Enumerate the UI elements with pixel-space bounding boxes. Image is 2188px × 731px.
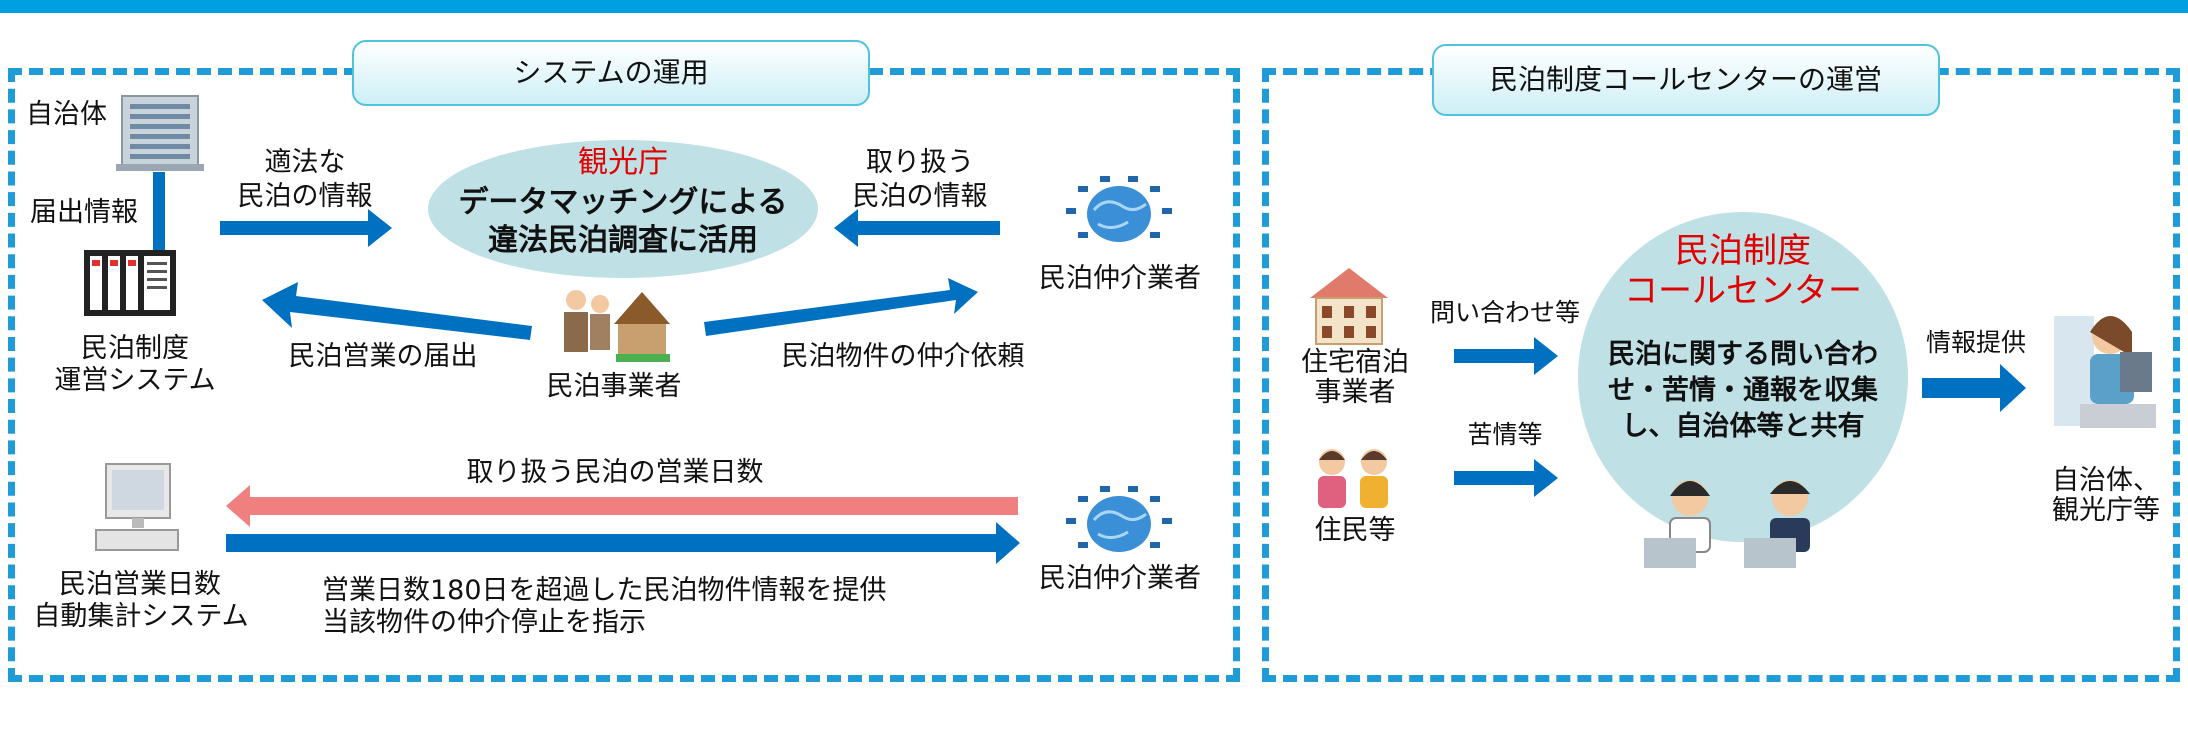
broker-globe-icon: [1064, 484, 1174, 564]
broker-label-top: 民泊仲介業者: [1039, 263, 1201, 294]
arrow-legal-info: [220, 209, 392, 247]
kankocho-label: 観光庁: [578, 145, 668, 180]
recipient-staff-icon: [2050, 296, 2160, 436]
system-name-line2: 運営システム: [54, 365, 216, 396]
call-center-title: 民泊制度コールセンターの運営: [1432, 44, 1940, 116]
computer-icon: [92, 462, 182, 554]
call-center-circle: [1578, 212, 1908, 542]
system-name-line1: 民泊制度: [81, 333, 189, 364]
arrow-complaint: [1454, 459, 1558, 497]
operators-headset-icon: [1640, 472, 1850, 572]
municipality-label: 自治体: [26, 99, 107, 130]
residents-icon: [1310, 444, 1400, 510]
recipients-line1: 自治体、: [2052, 465, 2160, 496]
info-provide-label: 情報提供: [1925, 328, 2026, 357]
host-line1: 住宅宿泊: [1301, 347, 1409, 378]
center-title-line2: コールセンター: [1624, 271, 1862, 311]
notification-label: 民泊営業の届出: [288, 341, 478, 372]
arrow-brokerage-request: [704, 278, 978, 336]
days-system-line2: 自動集計システム: [33, 601, 249, 632]
top-accent-bar: [0, 0, 2188, 13]
host-line2: 事業者: [1314, 377, 1396, 408]
kankocho-desc-line1: データマッチングによる: [458, 185, 788, 220]
kankocho-ellipse: [428, 140, 818, 278]
arrow-inquiry: [1454, 337, 1558, 375]
complaint-label: 苦情等: [1467, 420, 1543, 449]
arrow-over180-info: [226, 522, 1020, 564]
system-operation-title: システムの運用: [352, 40, 870, 106]
recipients-line2: 観光庁等: [2052, 495, 2160, 526]
over180-line2: 当該物件の仲介停止を指示: [322, 607, 646, 638]
broker-label-bottom: 民泊仲介業者: [1039, 563, 1201, 594]
center-desc-line2: せ・苦情・通報を収集: [1608, 375, 1878, 406]
arrow-info-provide: [1922, 364, 2026, 412]
handled-info-line1: 取り扱う: [866, 147, 974, 178]
center-title-line1: 民泊制度: [1675, 231, 1811, 271]
broker-globe-icon: [1064, 174, 1174, 254]
server-rack-icon: [82, 248, 178, 318]
operator-illustration-icon: [556, 284, 672, 364]
residents-label: 住民等: [1314, 515, 1396, 546]
arrow-handled-info: [834, 209, 1000, 247]
government-building-icon: [112, 90, 208, 172]
arrow-operating-days: [226, 485, 1018, 527]
house-icon: [1306, 264, 1392, 346]
inquiry-label: 問い合わせ等: [1429, 298, 1580, 327]
kankocho-desc-line2: 違法民泊調査に活用: [488, 223, 758, 258]
days-system-line1: 民泊営業日数: [59, 569, 221, 600]
center-desc-line1: 民泊に関する問い合わ: [1608, 339, 1878, 370]
legal-info-line2: 民泊の情報: [237, 181, 373, 212]
over180-line1: 営業日数180日を超過した民泊物件情報を提供: [322, 575, 887, 606]
operating-days-label: 取り扱う民泊の営業日数: [466, 457, 764, 488]
handled-info-line2: 民泊の情報: [852, 181, 988, 212]
brokerage-request-label: 民泊物件の仲介依頼: [781, 341, 1025, 372]
notification-info-label: 届出情報: [30, 197, 138, 228]
connector-line: [153, 172, 165, 252]
center-desc-line3: し、自治体等と共有: [1621, 411, 1865, 442]
arrow-notification: [262, 282, 532, 340]
legal-info-line1: 適法な: [264, 147, 346, 178]
operator-label: 民泊事業者: [546, 371, 682, 402]
